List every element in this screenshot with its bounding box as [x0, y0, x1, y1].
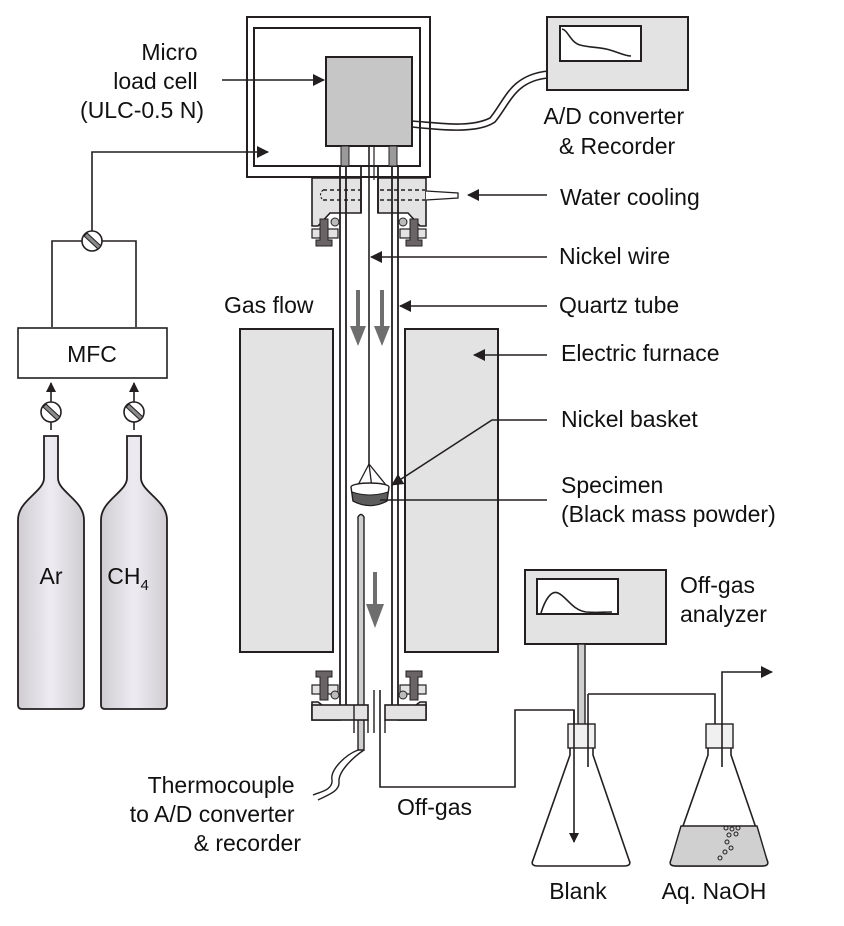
flask-naoh [669, 723, 769, 867]
valve-icon [123, 401, 145, 423]
recorder-trace [561, 28, 632, 57]
leader-nickel-basket [391, 419, 547, 486]
quartz-tube [339, 166, 399, 705]
valve-icon [81, 230, 103, 252]
off-gas-analyzer [524, 569, 667, 645]
label-load-cell: Micro load cell (ULC-0.5 N) [80, 39, 204, 123]
label-nickel-wire: Nickel wire [559, 243, 670, 269]
ad-converter-recorder [546, 16, 689, 91]
load-cell-leg-left [340, 145, 350, 167]
electric-furnace-right [404, 328, 499, 653]
cylinder-ch4-label: CH4 [107, 563, 149, 594]
mfc-box [17, 327, 168, 379]
gas-supply-line [91, 146, 269, 232]
label-electric-furnace: Electric furnace [561, 340, 720, 366]
load-cell-leg-right [388, 145, 398, 167]
mfc-label: MFC [67, 341, 117, 367]
label-off-gas-analyzer: Off-gas analyzer [680, 572, 767, 627]
label-gas-flow: Gas flow [224, 292, 314, 318]
label-water-cooling: Water cooling [560, 184, 700, 210]
gas-cylinder-ar [17, 435, 85, 710]
electric-furnace-left [239, 328, 334, 653]
label-quartz-tube: Quartz tube [559, 292, 679, 318]
label-flask-blank: Blank [549, 878, 607, 904]
bubbles [717, 825, 741, 861]
label-ad-converter: A/D converter & Recorder [544, 103, 691, 159]
label-nickel-basket: Nickel basket [561, 406, 698, 432]
analyzer-trace [540, 591, 613, 614]
cylinder-ar-label: Ar [40, 563, 63, 589]
specimen-powder [351, 491, 389, 506]
gas-flow-arrows [350, 290, 390, 628]
label-thermocouple: Thermocouple to A/D converter & recorder [130, 772, 302, 856]
signal-cable [411, 70, 549, 131]
exhaust-outlet [721, 666, 773, 767]
flask-blank [531, 694, 631, 867]
valve-icon [40, 401, 62, 423]
gas-cylinder-ch4 [100, 435, 168, 710]
water-cooling-jacket [311, 177, 459, 247]
bottom-flange [311, 670, 427, 733]
label-flask-naoh: Aq. NaOH [662, 878, 767, 904]
label-off-gas: Off-gas [397, 794, 472, 820]
label-specimen: Specimen (Black mass powder) [561, 472, 776, 527]
micro-load-cell [325, 56, 413, 147]
